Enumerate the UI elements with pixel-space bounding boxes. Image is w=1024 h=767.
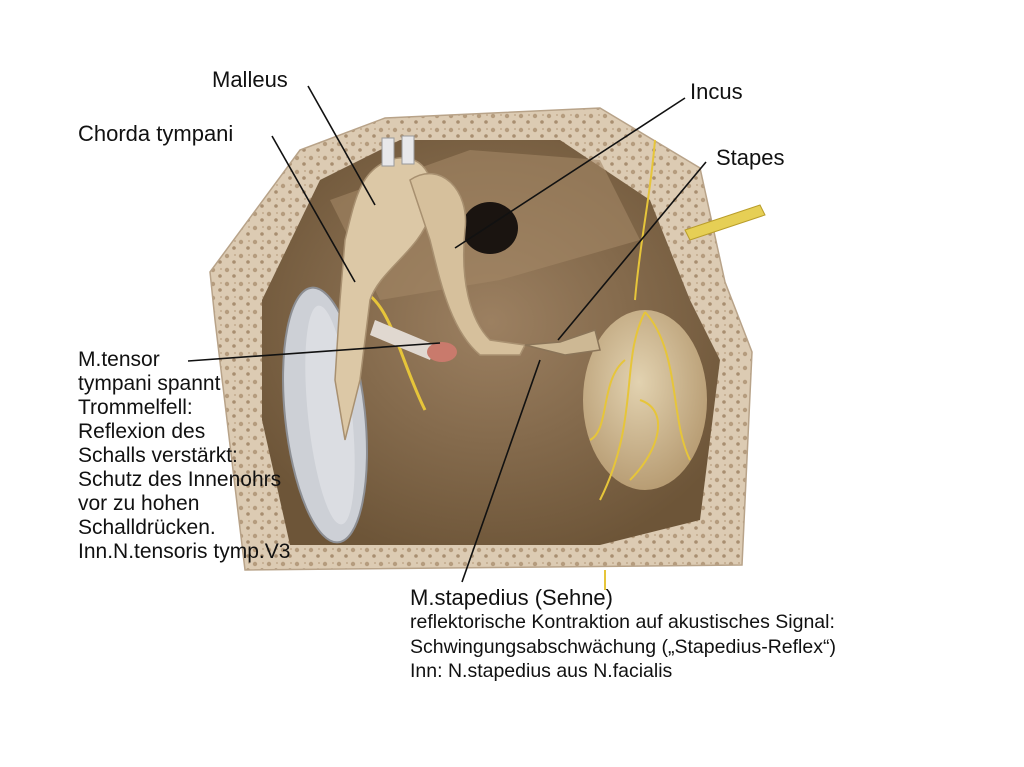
- note-line: Schwingungsabschwächung („Stapedius-Refl…: [410, 635, 836, 658]
- note-line: Schalls verstärkt:: [78, 444, 238, 467]
- label-stapes: Stapes: [716, 145, 785, 170]
- tensor-tympani-note: M.tensor tympani spannt Trommelfell: Ref…: [78, 348, 290, 564]
- promontory: [583, 310, 707, 490]
- stapes-bone: [524, 329, 601, 356]
- tympanic-plexus-nerves: [589, 139, 691, 590]
- stapedius-title: M.stapedius (Sehne): [410, 585, 613, 610]
- facial-nerve-stump: [684, 204, 766, 241]
- note-line: Schutz des Innenohrs: [78, 468, 282, 491]
- tensor-tympani-muscle: [370, 320, 457, 362]
- label-chorda-tympani: Chorda tympani: [78, 121, 234, 146]
- note-line: Inn.N.tensoris tymp.V3: [78, 540, 291, 563]
- note-line: Inn: N.stapedius aus N.facialis: [410, 660, 673, 682]
- note-line: Trommelfell:: [78, 396, 193, 419]
- leader-lines: [187, 85, 707, 583]
- note-line: Reflexion des: [78, 420, 206, 443]
- stapedius-note: M.stapedius (Sehne) reflektorische Kontr…: [410, 586, 836, 684]
- incus-bone: [409, 173, 527, 356]
- label-malleus: Malleus: [212, 67, 288, 92]
- note-line: reflektorische Kontraktion auf akustisch…: [410, 611, 835, 633]
- note-line: Schalldrücken.: [78, 516, 216, 539]
- label-incus: Incus: [690, 79, 743, 104]
- note-line: M.tensor: [78, 348, 160, 371]
- note-line: vor zu hohen: [78, 492, 200, 515]
- note-line: tympani spannt: [78, 372, 221, 395]
- aditus-opening: [462, 202, 518, 254]
